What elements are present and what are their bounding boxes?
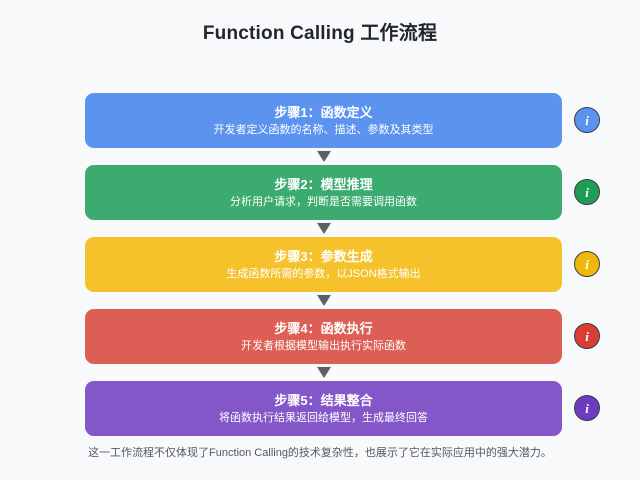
step-description: 生成函数所需的参数，以JSON格式输出 xyxy=(226,267,421,280)
page-title: Function Calling 工作流程 xyxy=(202,23,438,44)
step-box-4[interactable]: 步骤4：函数执行 开发者根据模型输出执行实际函数 xyxy=(85,309,562,364)
step-box-2[interactable]: 步骤2：模型推理 分析用户请求，判断是否需要调用函数 xyxy=(85,165,562,220)
step-description: 将函数执行结果返回给模型，生成最终回答 xyxy=(219,411,428,424)
step-title: 步骤3：参数生成 xyxy=(274,248,373,264)
step-description: 开发者根据模型输出执行实际函数 xyxy=(241,339,406,352)
arrow-down-icon xyxy=(316,151,331,162)
step-description: 分析用户请求，判断是否需要调用函数 xyxy=(230,195,417,208)
step-title: 步骤4：函数执行 xyxy=(274,320,373,336)
step-box-5[interactable]: 步骤5：结果整合 将函数执行结果返回给模型，生成最终回答 xyxy=(85,381,562,436)
info-icon[interactable]: i xyxy=(574,179,600,205)
info-icon[interactable]: i xyxy=(574,107,600,133)
step-row-5: 步骤5：结果整合 将函数执行结果返回给模型，生成最终回答 i xyxy=(85,381,600,436)
connector-1-2 xyxy=(85,148,562,165)
step-row-4: 步骤4：函数执行 开发者根据模型输出执行实际函数 i xyxy=(85,309,600,364)
connector-4-5 xyxy=(85,364,562,381)
step-title: 步骤5：结果整合 xyxy=(274,392,373,408)
step-title: 步骤1：函数定义 xyxy=(274,104,373,120)
step-box-3[interactable]: 步骤3：参数生成 生成函数所需的参数，以JSON格式输出 xyxy=(85,237,562,292)
arrow-down-icon xyxy=(316,295,331,306)
arrow-down-icon xyxy=(316,223,331,234)
footer-note: 这一工作流程不仅体现了Function Calling的技术复杂性，也展示了它在… xyxy=(88,447,552,459)
step-row-2: 步骤2：模型推理 分析用户请求，判断是否需要调用函数 i xyxy=(85,165,600,220)
info-icon[interactable]: i xyxy=(574,395,600,421)
arrow-down-icon xyxy=(316,367,331,378)
step-title: 步骤2：模型推理 xyxy=(274,176,373,192)
info-icon[interactable]: i xyxy=(574,251,600,277)
workflow-steps-container: 步骤1：函数定义 开发者定义函数的名称、描述、参数及其类型 i 步骤2：模型推理… xyxy=(85,93,600,436)
connector-2-3 xyxy=(85,220,562,237)
step-row-1: 步骤1：函数定义 开发者定义函数的名称、描述、参数及其类型 i xyxy=(85,93,600,148)
step-box-1[interactable]: 步骤1：函数定义 开发者定义函数的名称、描述、参数及其类型 xyxy=(85,93,562,148)
info-icon[interactable]: i xyxy=(574,323,600,349)
step-description: 开发者定义函数的名称、描述、参数及其类型 xyxy=(213,123,434,136)
connector-3-4 xyxy=(85,292,562,309)
step-row-3: 步骤3：参数生成 生成函数所需的参数，以JSON格式输出 i xyxy=(85,237,600,292)
